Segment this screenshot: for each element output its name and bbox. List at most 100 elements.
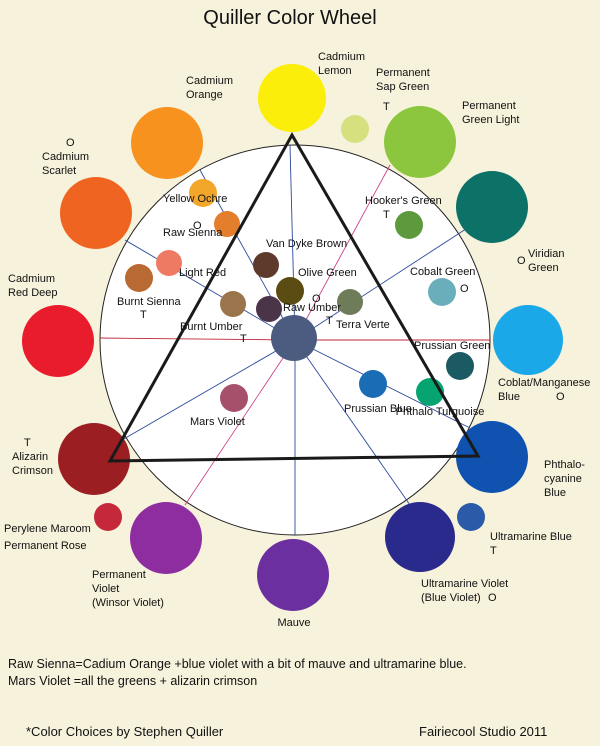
label-line: Permanent — [462, 100, 516, 112]
label-line: Crimson — [12, 465, 53, 477]
label-line: Raw Umber — [283, 302, 341, 314]
label-prussian-green: Prussian Green — [414, 340, 490, 352]
swatch-raw-umber — [256, 296, 282, 322]
label-line: Cadmium — [8, 273, 55, 285]
label-cadmium-orange: Cadmium Orange — [186, 75, 233, 101]
label-line: (Winsor Violet) — [92, 597, 164, 609]
swatch-ultramarine-blue — [457, 503, 485, 531]
spoke — [289, 144, 296, 341]
label-mauve: Mauve — [277, 617, 310, 629]
label-mark: O — [66, 137, 75, 149]
label-line: Yellow Ochre — [163, 193, 227, 205]
swatch-perylene-maroon — [94, 503, 122, 531]
label-mars-violet: Mars Violet — [190, 416, 245, 428]
spoke — [124, 239, 296, 341]
label-line: Permanent — [92, 569, 146, 581]
label-ultramarine-blue: Ultramarine Blue T — [490, 531, 572, 557]
label-line: Raw Sienna — [163, 227, 223, 239]
label-line: Mauve — [277, 617, 310, 629]
label-line: Alizarin — [12, 451, 48, 463]
label-cadmium-red-deep: Cadmium Red Deep — [8, 273, 58, 299]
label-mark: T — [490, 545, 497, 557]
spoke — [294, 339, 411, 506]
swatch-burnt-sienna — [125, 264, 153, 292]
label-mark: O — [517, 255, 526, 267]
swatch-sap-green — [341, 115, 369, 143]
label-cadmium-scarlet: O Cadmium Scarlet — [42, 137, 89, 177]
label-mark: O — [488, 592, 497, 604]
swatch-cadmium-lemon — [258, 64, 326, 132]
label-olive-green: Olive Green O — [298, 267, 357, 305]
triad-triangle — [107, 131, 481, 463]
label-burnt-umber: Burnt Umber T — [180, 321, 247, 345]
label-line: Mars Violet — [190, 416, 245, 428]
label-line: Cadmium — [186, 75, 233, 87]
label-mark: T — [383, 101, 390, 113]
label-phthalo-turquoise: Phthalo Turguoise — [396, 406, 485, 418]
label-line: Cadmium — [42, 151, 89, 163]
credit-studio: Fairiecool Studio 2011 — [419, 724, 548, 739]
label-line: Blue — [544, 487, 566, 499]
swatch-hookers-green — [395, 211, 423, 239]
note-mars-violet: Mars Violet =all the greens + alizarin c… — [8, 674, 258, 688]
swatch-viridian — [456, 171, 528, 243]
swatch-cadmium-red-deep — [22, 305, 94, 377]
label-line: Red Deep — [8, 287, 58, 299]
label-mark: T — [383, 209, 390, 221]
label-line: Olive Green — [298, 267, 357, 279]
spoke — [294, 164, 391, 341]
label-manganese-blue: Coblat/Manganese Blue O — [498, 377, 590, 403]
label-mark: T — [24, 437, 31, 449]
label-line: Green — [528, 262, 559, 274]
label-line: Phthalo Turguoise — [396, 406, 485, 418]
label-viridian: Viridian Green O — [517, 248, 565, 274]
label-line: Burnt Sienna — [117, 296, 181, 308]
label-line: Prussian Blue — [344, 403, 412, 415]
spoke — [294, 224, 473, 341]
label-mark: T — [326, 315, 333, 327]
spoke — [121, 339, 296, 441]
label-line: Lemon — [318, 65, 352, 77]
swatch-mauve — [257, 539, 329, 611]
swatch-light-red — [156, 250, 182, 276]
label-mark: O — [556, 391, 565, 403]
label-line: Permanent Rose — [4, 540, 87, 552]
label-line: Burnt Umber — [180, 321, 243, 333]
label-hookers-green: Hooker's Green T — [365, 195, 442, 221]
label-prussian-blue: Prussian Blue — [344, 403, 412, 415]
swatch-phthalo-blue — [456, 421, 528, 493]
swatch-olive-green — [276, 277, 304, 305]
spoke — [184, 339, 296, 506]
label-line: Perylene Maroom — [4, 523, 91, 535]
swatch-cadmium-scarlet — [60, 177, 132, 249]
label-terra-verte: Terra Verte — [336, 319, 390, 331]
swatch-permanent-violet — [130, 502, 202, 574]
swatch-yellow-ochre — [189, 179, 217, 207]
label-mark: T — [240, 333, 247, 345]
credit-color-choices: *Color Choices by Stephen Quiller — [26, 724, 224, 739]
label-line: Scarlet — [42, 165, 76, 177]
label-permanent-violet: Permanent Violet (Winsor Violet) — [92, 569, 164, 609]
label-line: Van Dyke Brown — [266, 238, 347, 250]
label-line: Hooker's Green — [365, 195, 442, 207]
swatch-center — [271, 315, 317, 361]
note-raw-sienna: Raw Sienna=Cadium Orange +blue violet wi… — [8, 657, 467, 671]
label-line: Light Red — [179, 267, 226, 279]
label-line: Ultramarine Blue — [490, 531, 572, 543]
label-mark: O — [312, 293, 321, 305]
swatch-mars-violet — [220, 384, 248, 412]
label-light-red: Light Red — [179, 267, 226, 279]
label-line: Cadmium — [318, 51, 365, 63]
swatch-green-light — [384, 106, 456, 178]
label-line: Coblat/Manganese — [498, 377, 590, 389]
label-cadmium-lemon: Cadmium Lemon — [318, 51, 365, 77]
label-line: Orange — [186, 89, 223, 101]
label-line: Cobalt Green — [410, 266, 475, 278]
label-line: Sap Green — [376, 81, 429, 93]
swatch-alizarin-crimson — [58, 423, 130, 495]
label-line: Viridian — [528, 248, 565, 260]
swatch-ultramarine-violet — [385, 502, 455, 572]
label-line: cyanine — [544, 473, 582, 485]
label-line: (Blue Violet) — [421, 592, 481, 604]
